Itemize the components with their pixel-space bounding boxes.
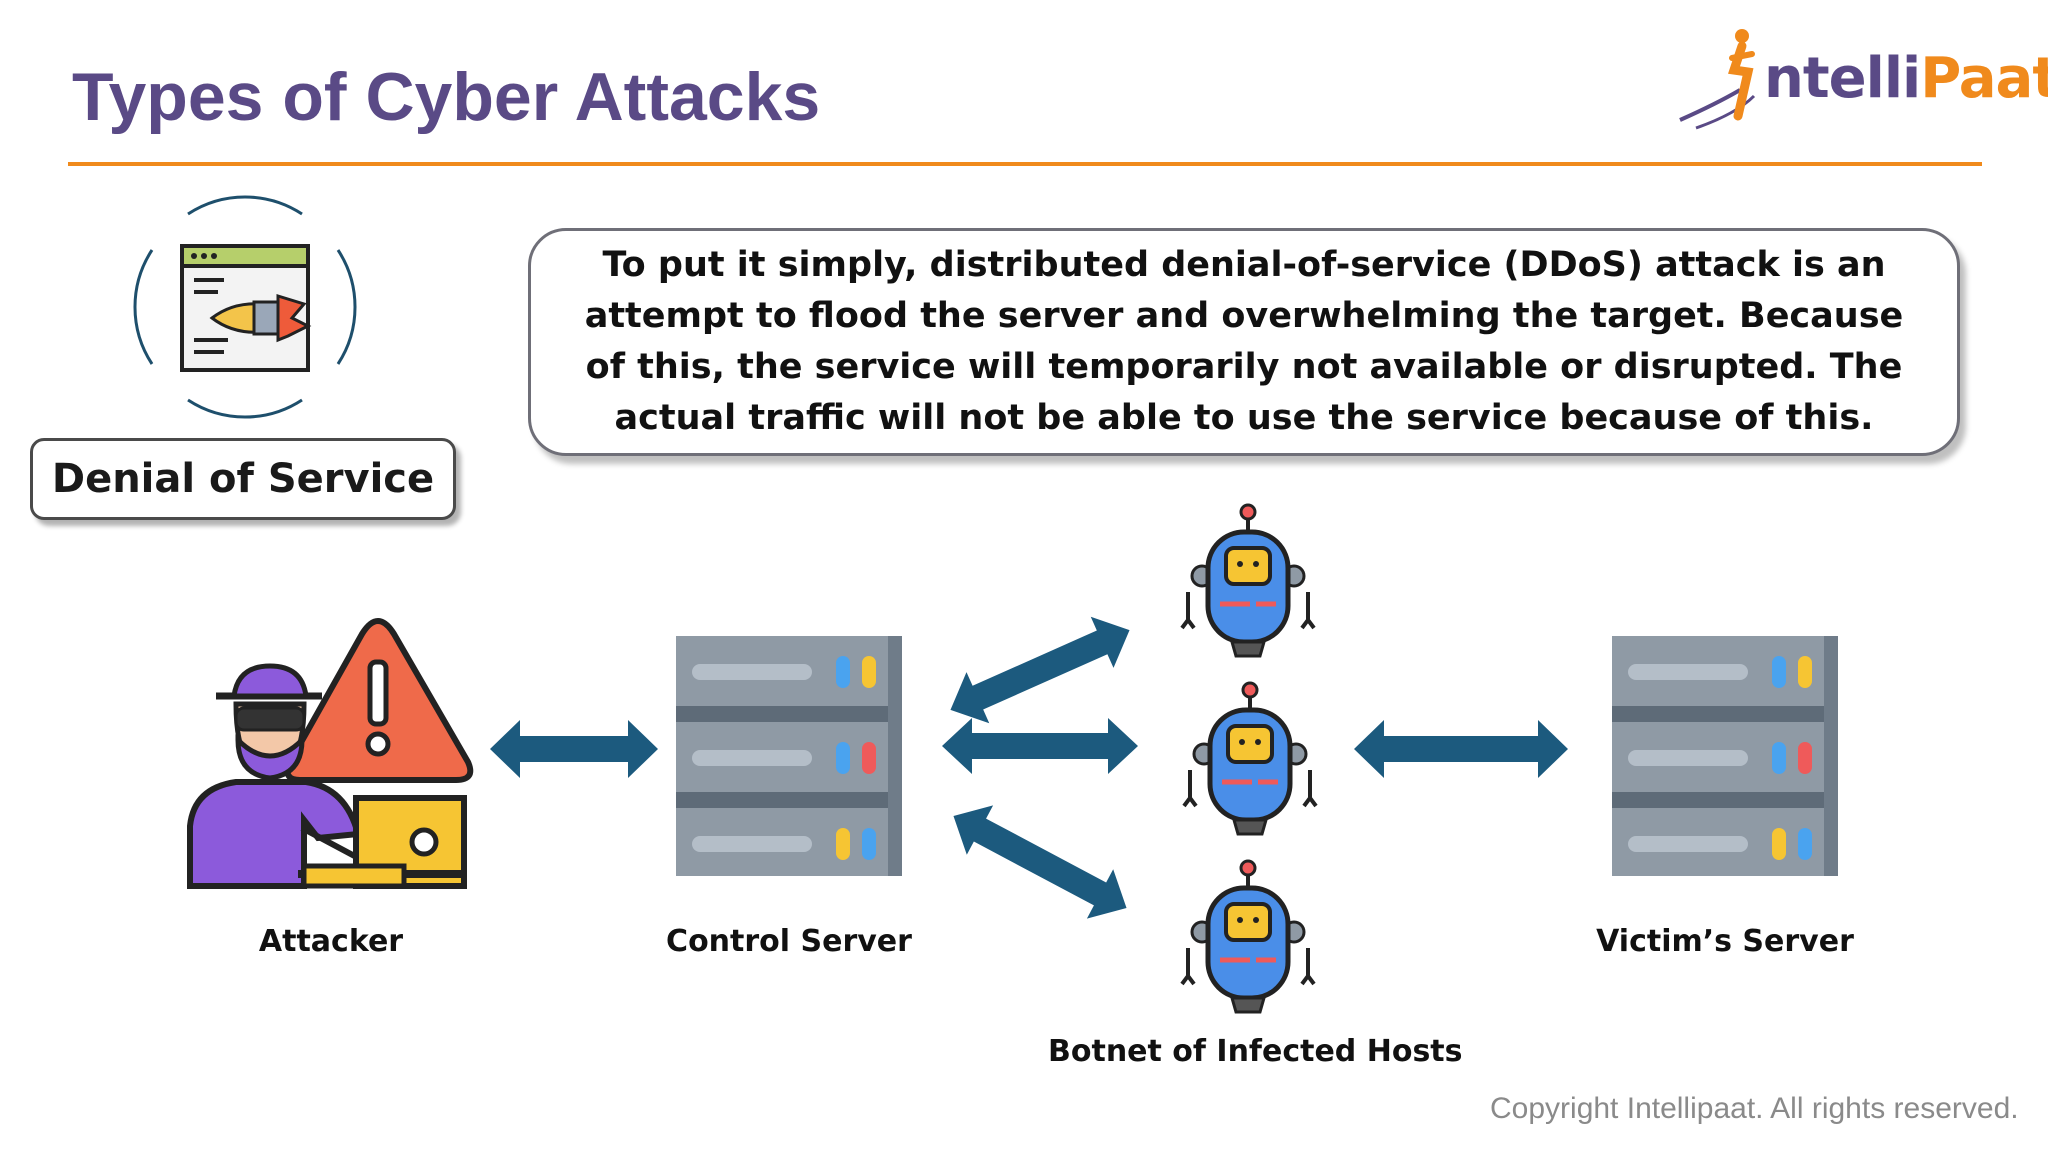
logo-wordmark: ntelliPaat bbox=[1764, 46, 2048, 111]
victim-server-icon bbox=[1612, 636, 1838, 876]
botnet-arrows bbox=[942, 616, 1138, 919]
double-arrow-icon bbox=[490, 720, 658, 778]
double-arrow-icon bbox=[1354, 720, 1568, 778]
attack-name-box: Denial of Service bbox=[30, 438, 456, 520]
botnet-label: Botnet of Infected Hosts bbox=[1048, 1034, 1463, 1069]
attack-name: Denial of Service bbox=[51, 456, 435, 502]
attacker-icon bbox=[187, 618, 474, 889]
control-server-icon bbox=[676, 636, 902, 876]
robot-icon bbox=[1180, 859, 1316, 1014]
logo-figure-icon bbox=[1679, 29, 1756, 130]
page-title: Types of Cyber Attacks bbox=[72, 59, 821, 135]
description-box: To put it simply, distributed denial-of-… bbox=[528, 228, 1960, 456]
intellipaat-logo: ntelliPaat bbox=[1676, 24, 2048, 134]
description-text: To put it simply, distributed denial-of-… bbox=[584, 245, 1904, 438]
attacker-label: Attacker bbox=[258, 924, 404, 959]
rocket-browser-icon bbox=[133, 195, 357, 419]
victim-server-label: Victim’s Server bbox=[1596, 924, 1854, 959]
copyright-notice: Copyright Intellipaat. All rights reserv… bbox=[1490, 1092, 2019, 1125]
robot-icon bbox=[1182, 681, 1318, 836]
header-divider bbox=[68, 162, 1982, 166]
robot-icon bbox=[1180, 503, 1316, 658]
control-server-label: Control Server bbox=[666, 924, 912, 959]
